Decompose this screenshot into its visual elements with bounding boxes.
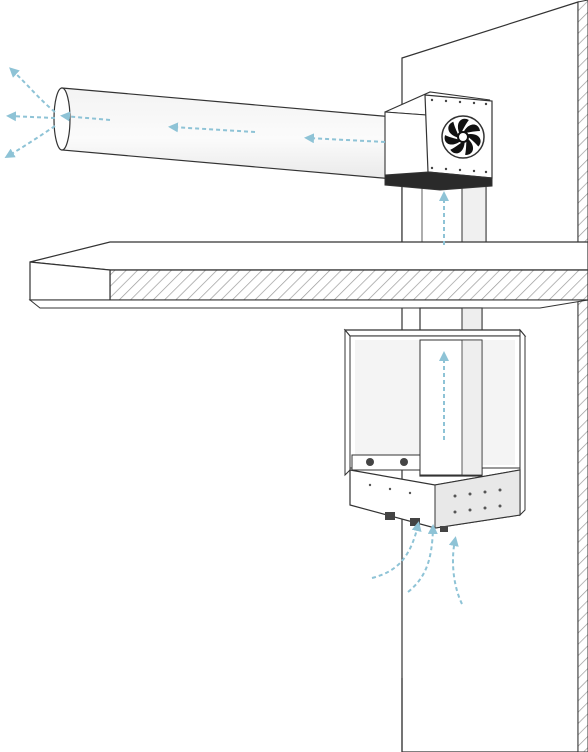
airflow-arrow-icon: [371, 521, 422, 579]
floor-slab: [28, 241, 588, 309]
airflow-arrow-icon: [6, 111, 56, 122]
exhaust-duct: [53, 87, 414, 181]
fan-unit: [384, 91, 493, 191]
airflow-arrow-icon: [407, 524, 438, 593]
fan-icon: [441, 115, 485, 159]
airflow-arrow-icon: [304, 133, 386, 144]
airflow-arrows: [4, 67, 463, 605]
airflow-arrow-icon: [448, 536, 463, 605]
cabinet-hood: [343, 328, 527, 532]
airflow-arrow-icon: [4, 125, 56, 159]
airflow-arrow-icon: [60, 111, 111, 122]
airflow-arrow-icon: [9, 67, 56, 113]
